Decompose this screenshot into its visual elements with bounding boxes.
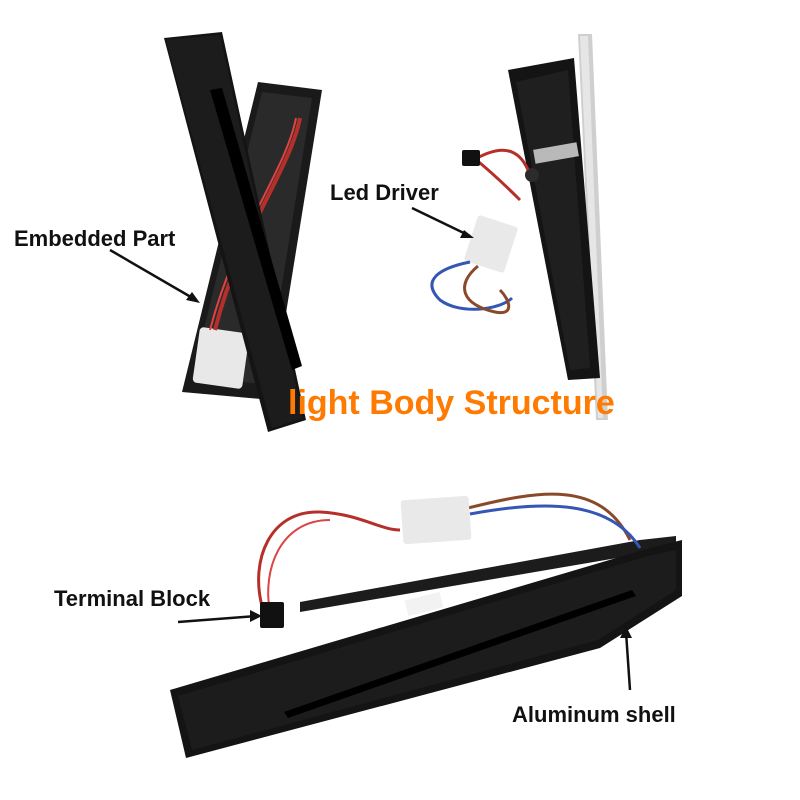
embedded-part-label: Embedded Part [14, 226, 176, 251]
aluminum-shell-label: Aluminum shell [512, 702, 676, 727]
terminal-block-label: Terminal Block [54, 586, 211, 611]
mounted-light-side-view [430, 34, 608, 420]
led-driver-label: Led Driver [330, 180, 439, 205]
light-body-front-plate [164, 32, 306, 432]
leader-arrows [109, 206, 632, 691]
diagram-title: light Body Structure [288, 384, 615, 422]
horizontal-light-view [170, 492, 682, 758]
